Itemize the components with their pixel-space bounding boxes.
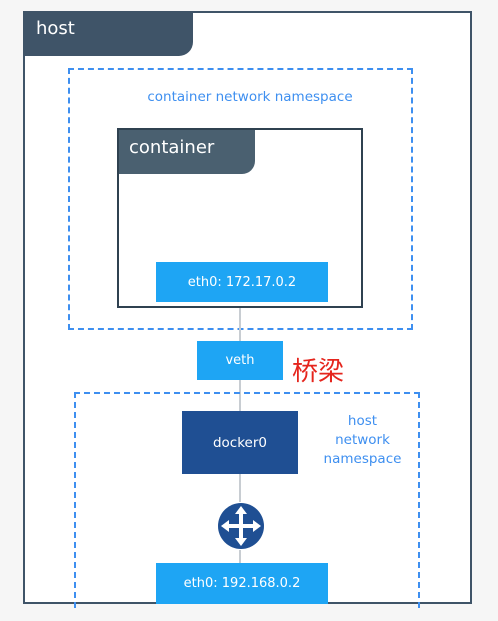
host-namespace-line2: network xyxy=(335,432,390,448)
container-label: container xyxy=(129,137,215,158)
host-tab: host xyxy=(25,13,193,56)
router-icon xyxy=(218,503,264,549)
host-namespace-label: host network namespace xyxy=(315,412,410,469)
link-docker0-router xyxy=(239,474,241,502)
bridge-label: 桥梁 xyxy=(292,357,345,387)
host-label: host xyxy=(36,18,75,39)
container-namespace-label: container network namespace xyxy=(147,89,353,105)
link-router-eth0 xyxy=(239,550,241,563)
host-namespace-box xyxy=(74,392,420,608)
veth-box: veth xyxy=(197,341,283,380)
container-eth0: eth0: 172.17.0.2 xyxy=(156,262,328,302)
host-namespace-line1: host xyxy=(347,413,378,429)
link-veth-docker0 xyxy=(239,380,241,411)
container-tab: container xyxy=(119,130,255,174)
docker0-box: docker0 xyxy=(182,411,298,474)
host-namespace-line3: namespace xyxy=(323,451,402,467)
link-container-veth xyxy=(239,308,241,342)
host-eth0: eth0: 192.168.0.2 xyxy=(156,563,328,604)
